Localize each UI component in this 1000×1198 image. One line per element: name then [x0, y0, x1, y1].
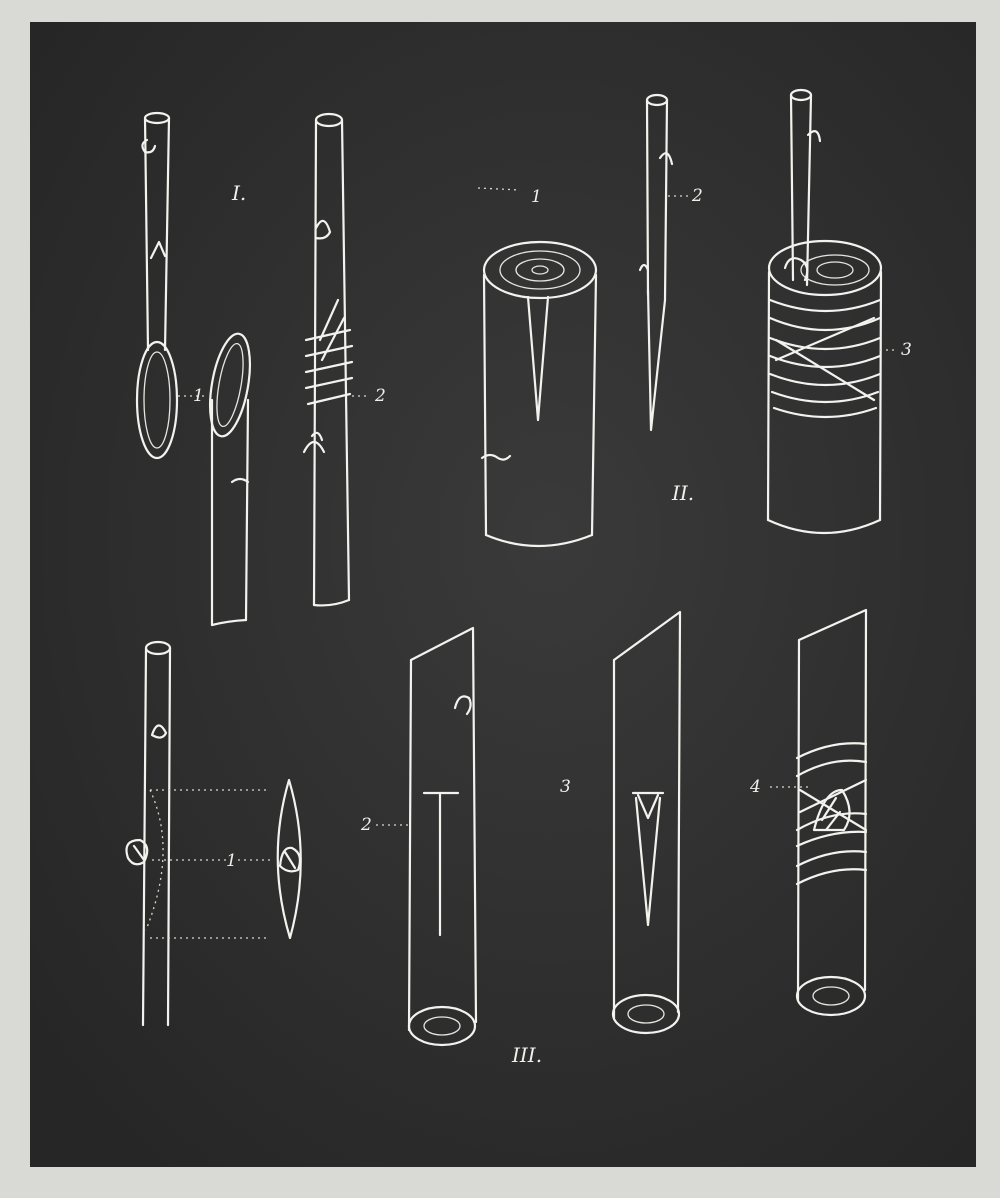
section-i-twig-left	[135, 111, 179, 460]
section-i-twig-bound	[302, 112, 354, 607]
section-i-numeral: I.	[231, 181, 246, 205]
section-ii-label-3: 3	[901, 340, 912, 360]
section-ii-bound-graft	[766, 88, 883, 534]
section-iii-numeral: III.	[511, 1043, 542, 1067]
section-iii-budwood	[125, 640, 172, 1027]
section-iii-bound-bud	[795, 608, 868, 1017]
section-i-scion	[209, 332, 251, 627]
blackboard-background	[30, 22, 976, 1167]
section-ii-stock	[480, 240, 598, 548]
section-ii-numeral: II.	[671, 481, 694, 505]
section-iii-bud-shield	[276, 778, 302, 940]
section-ii-drawings: 1 2 3 II.	[477, 88, 912, 548]
section-i-label-2: 2	[374, 386, 386, 406]
section-i-label-1: 1	[193, 386, 204, 406]
section-iii-label-1: 1	[226, 851, 237, 871]
section-iii-label-4: 4	[749, 777, 761, 797]
section-ii-label-2: 2	[691, 186, 703, 206]
section-iii-drawings: 1 2 3 4 III.	[125, 608, 868, 1067]
section-iii-label-3: 3	[560, 777, 571, 797]
section-iii-opened-cut	[611, 610, 682, 1035]
section-ii-label-1: 1	[531, 187, 542, 207]
section-iii-t-cut-stock	[407, 626, 478, 1047]
section-i-drawings: 1 2 I.	[135, 111, 386, 627]
section-ii-wedge-scion	[638, 93, 674, 432]
section-iii-label-2: 2	[360, 815, 372, 835]
